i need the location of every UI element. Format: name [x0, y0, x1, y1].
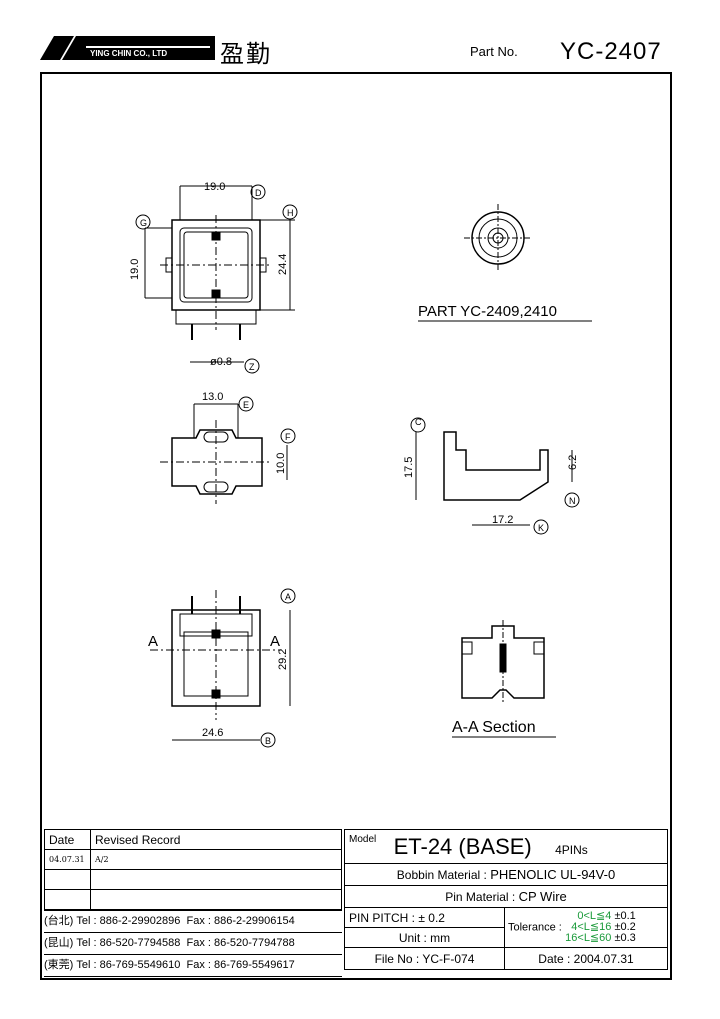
dim-side-width: 17.2: [492, 514, 513, 526]
dim-pin-dia: ø0.8: [210, 356, 232, 368]
svg-text:Z: Z: [249, 362, 255, 372]
company-logo: YING CHIN CO., LTD: [40, 36, 215, 60]
revision-record-header: Revised Record: [90, 829, 342, 850]
bobbin-material: PHENOLIC UL-94V-0: [490, 867, 616, 882]
revision-record: A/2: [90, 849, 342, 870]
revision-date: 04.07.31: [44, 849, 91, 870]
dim-front-height: 29.2: [277, 649, 289, 670]
svg-text:G: G: [140, 218, 147, 228]
svg-text:B: B: [265, 736, 271, 746]
side-view: [410, 417, 580, 535]
svg-text:H: H: [287, 208, 294, 218]
pin-material: CP Wire: [518, 889, 567, 904]
section-view: [461, 620, 545, 704]
svg-text:K: K: [538, 523, 544, 533]
unit: mm: [430, 930, 451, 945]
svg-text:D: D: [255, 188, 262, 198]
contact-kunshan: (昆山) Tel : 86-520-7794588 Fax : 86-520-7…: [44, 932, 342, 954]
technical-drawing: 19.0 D G 19.0 H 24.4 ø0.8 Z PART YC-2409…: [129, 181, 592, 748]
company-name: YING CHIN CO., LTD: [90, 49, 167, 58]
revision-date-header: Date: [44, 829, 91, 850]
model-name: ET-24 (BASE): [393, 833, 532, 859]
svg-text:F: F: [285, 432, 291, 442]
dim-top-height: 19.0: [129, 259, 141, 280]
file-no: YC-F-074: [422, 951, 475, 966]
dim-side-height: 17.5: [403, 457, 415, 478]
gear-label: PART YC-2409,2410: [418, 303, 557, 320]
dim-top-width: 19.0: [204, 181, 225, 193]
svg-text:A: A: [285, 592, 291, 602]
part-no: YC-2407: [560, 38, 662, 65]
contact-taipei: (台北) Tel : 886-2-29902896 Fax : 886-2-29…: [44, 910, 342, 932]
part-no-label: Part No.: [470, 44, 518, 59]
tolerance-list: 0<L≦4 ±0.1 4<L≦16 ±0.2 16<L≦60 ±0.3: [565, 910, 636, 944]
contact-dongguan: (東莞) Tel : 86-769-5549610 Fax : 86-769-5…: [44, 954, 342, 977]
dim-bottom-width: 13.0: [202, 391, 223, 403]
revision-table: Date Revised Record 04.07.31 A/2: [44, 829, 342, 910]
section-mark-right: A: [270, 633, 280, 650]
dim-front-width: 24.6: [202, 727, 223, 739]
dim-bottom-height: 10.0: [275, 453, 287, 474]
top-view: [135, 184, 298, 374]
drawing-date: 2004.07.31: [573, 951, 634, 966]
gear-part: [464, 204, 532, 272]
dim-overall-height: 24.4: [277, 254, 289, 275]
bottom-view: [160, 396, 296, 504]
pin-pitch: ± 0.2: [418, 910, 445, 925]
svg-text:C: C: [415, 417, 422, 427]
section-label: A-A Section: [452, 719, 536, 736]
svg-text:E: E: [243, 400, 249, 410]
front-view: [150, 588, 296, 748]
contact-list: (台北) Tel : 886-2-29902896 Fax : 886-2-29…: [44, 910, 342, 977]
spec-table: Model ET-24 (BASE) 4PINs Bobbin Material…: [344, 829, 668, 970]
pin-count: 4PINs: [555, 842, 588, 857]
drawing-frame: [40, 72, 672, 980]
svg-text:N: N: [569, 496, 576, 506]
dim-side-depth: 6.2: [567, 455, 579, 470]
section-mark-left: A: [148, 633, 158, 650]
company-chinese-name: 盈勤: [220, 40, 272, 68]
